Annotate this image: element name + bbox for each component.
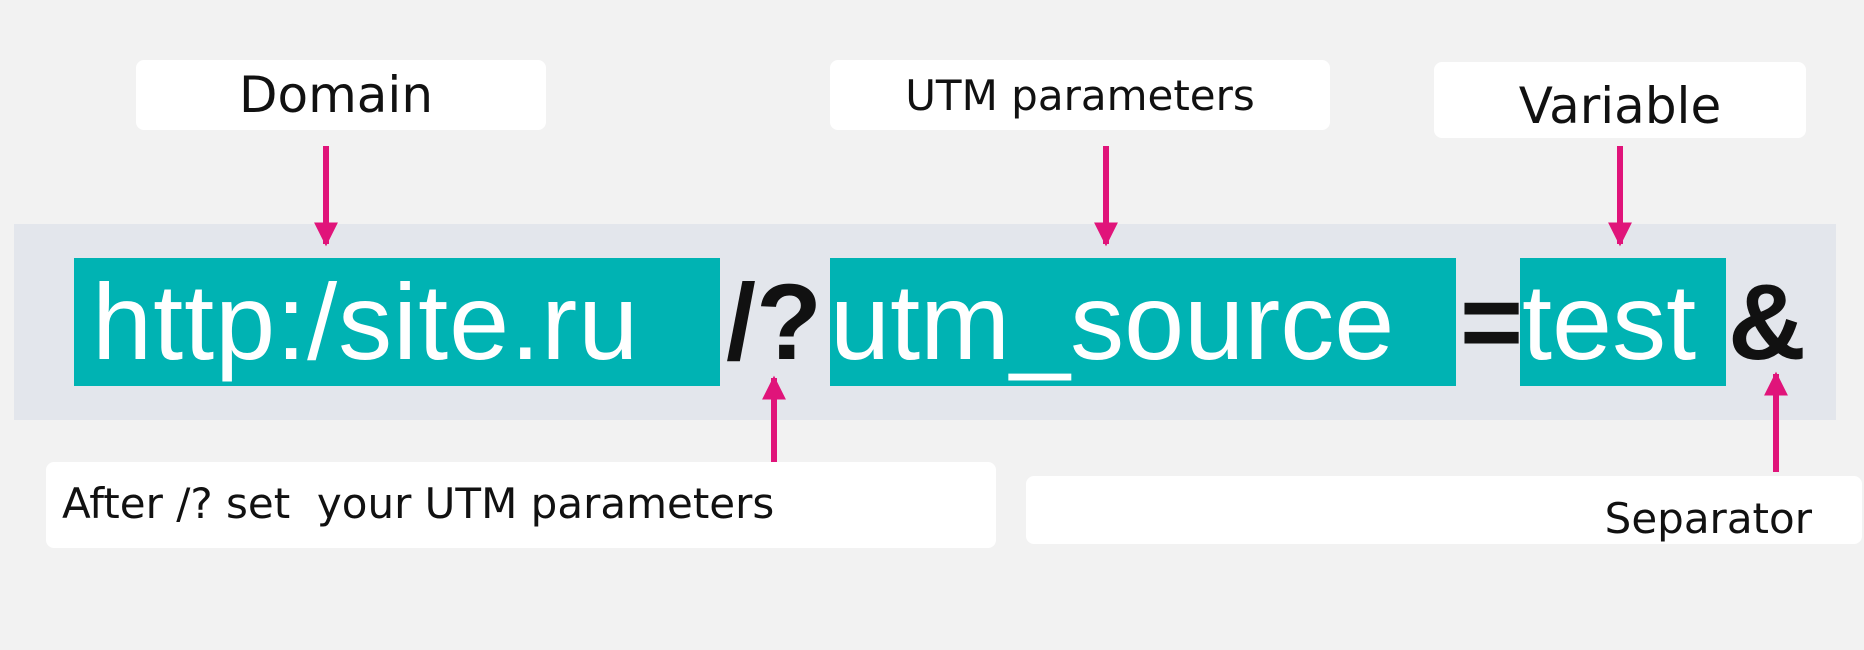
url-value-text: test (1522, 261, 1697, 382)
utm-parameters-label: UTM parameters (905, 70, 1255, 120)
utm-parameters-label-box: UTM parameters (830, 60, 1330, 130)
url-param-segment: utm_source (830, 258, 1456, 386)
url-query-start-text: /? (726, 261, 822, 382)
domain-label: Domain (238, 66, 434, 124)
domain-label-box: Domain (136, 60, 546, 130)
url-query-start: /? (720, 258, 830, 386)
variable-label-box: Variable (1434, 62, 1806, 138)
url-domain-text: http:/site.ru (92, 261, 640, 382)
after-set-label-box: After /? set your UTM parameters (46, 462, 996, 548)
after-set-label: After /? set your UTM parameters (62, 478, 775, 528)
url-equals: = (1456, 258, 1524, 386)
separator-label-box: Separator (1026, 476, 1862, 544)
url-separator-text: & (1728, 261, 1806, 382)
url-separator: & (1726, 258, 1806, 386)
url-domain-segment: http:/site.ru (74, 258, 720, 386)
variable-label: Variable (1518, 77, 1722, 135)
url-param-text: utm_source (830, 261, 1395, 382)
separator-label: Separator (1604, 493, 1812, 543)
url-value-segment: test (1520, 258, 1726, 386)
url-equals-text: = (1460, 261, 1524, 382)
